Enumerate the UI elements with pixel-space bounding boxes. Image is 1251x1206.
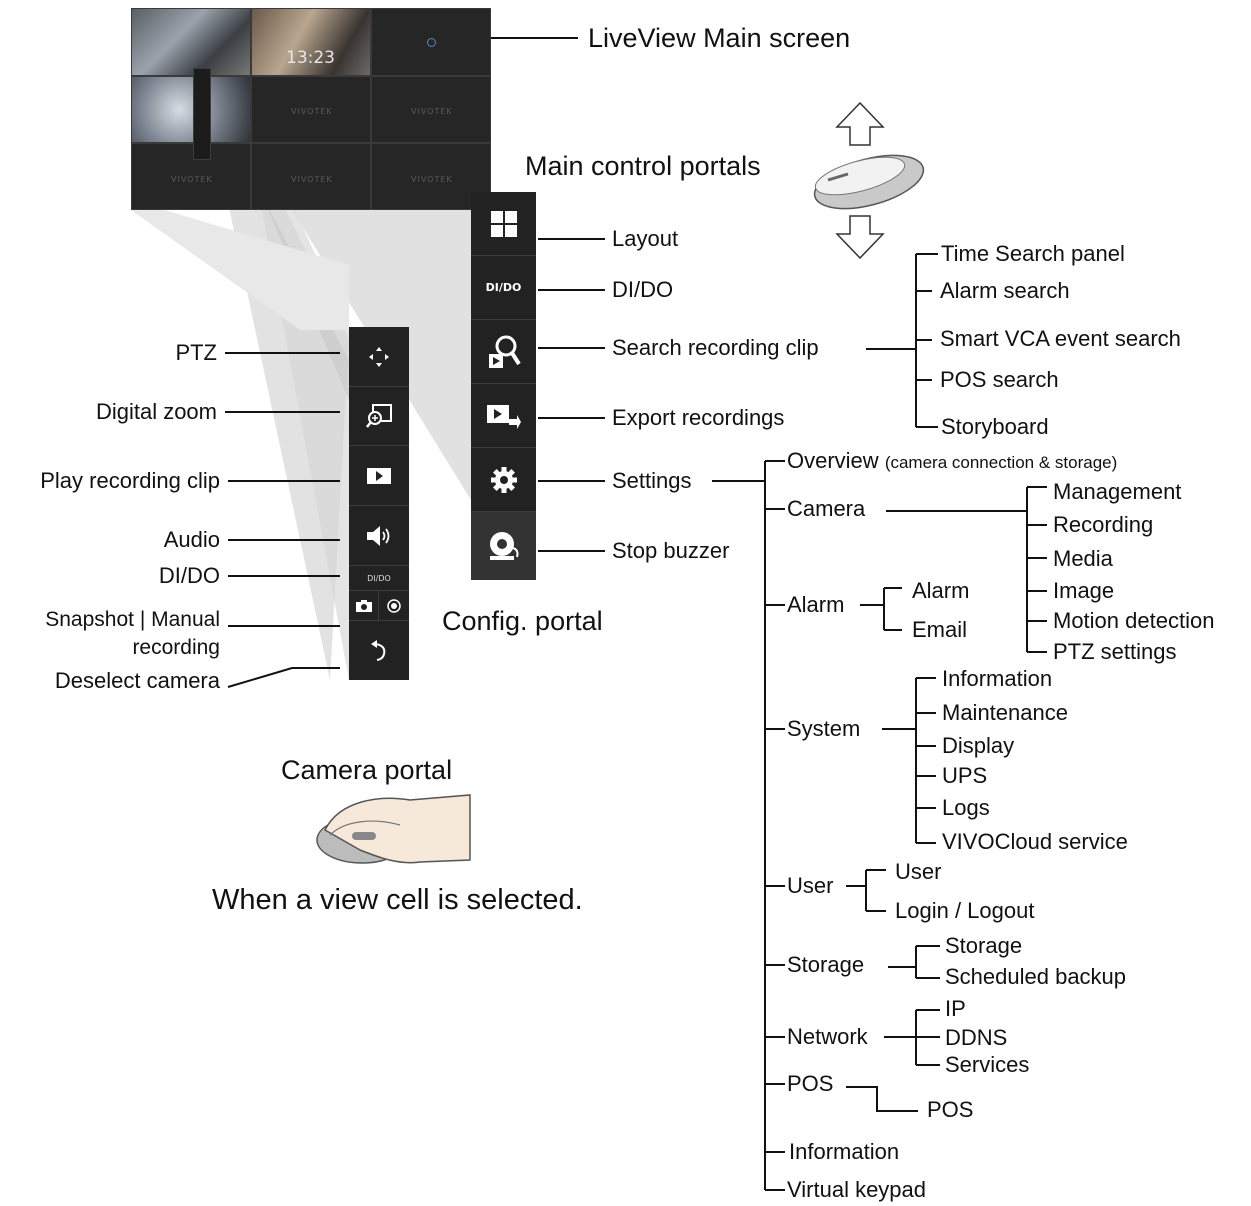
settings-system: System (787, 716, 861, 741)
overview-label: Overview (787, 448, 879, 473)
camera-icon (355, 599, 372, 612)
liveview-screen: 13:23 VIVOTEK VIVOTEK VIVOTEK VIVOTEK VI… (131, 8, 491, 210)
system-subitem: Display (942, 733, 1015, 758)
settings-pos: POS (787, 1071, 834, 1096)
deselect-camera-label: Deselect camera (54, 668, 220, 693)
main-control-caption: Main control portals (525, 151, 761, 181)
play-recording-button[interactable] (349, 446, 409, 506)
deselect-camera-button[interactable] (349, 621, 409, 680)
record-icon (387, 598, 401, 613)
settings-information: Information (789, 1139, 900, 1164)
manual-recording-button[interactable] (379, 591, 409, 621)
settings-user: User (787, 873, 834, 898)
stop-buzzer-label: Stop buzzer (612, 538, 730, 563)
network-subitem: IP (945, 996, 966, 1021)
loading-icon (427, 38, 436, 47)
camera-subitem: Motion detection (1053, 608, 1215, 633)
ptz-label: PTZ (175, 340, 217, 365)
hand-mouse-icon (316, 794, 471, 864)
camera-subitem: PTZ settings (1053, 639, 1177, 664)
alarm-subitem: Email (912, 617, 968, 642)
system-subitem: Logs (942, 795, 990, 820)
play-recording-label: Play recording clip (40, 468, 220, 493)
brand-watermark: VIVOTEK (171, 175, 213, 184)
camera-portal-note: When a view cell is selected. (212, 884, 583, 916)
alarm-subitem: Alarm (912, 578, 970, 603)
snapshot-label: Snapshot | Manual (45, 608, 220, 631)
digital-zoom-button[interactable] (349, 387, 409, 446)
user-subitem: Login / Logout (895, 898, 1035, 923)
camera-dido-button[interactable]: DI/DO (349, 566, 409, 591)
speaker-icon (367, 525, 390, 546)
settings-storage: Storage (787, 952, 865, 977)
storage-subitem: Scheduled backup (945, 964, 1127, 989)
digital-zoom-label: Digital zoom (95, 399, 217, 424)
buzzer-icon (489, 532, 518, 560)
undo-icon (371, 639, 386, 661)
system-subitem: Maintenance (942, 700, 1068, 725)
camera-portal-caption: Camera portal (281, 755, 453, 785)
search-item: Alarm search (940, 278, 1070, 303)
liveview-clock: 13:23 (286, 48, 335, 68)
grid-icon (490, 210, 517, 237)
search-item: Time Search panel (941, 241, 1125, 266)
audio-button[interactable] (349, 506, 409, 566)
settings-overview: Overview (camera connection & storage) (787, 448, 1117, 476)
dido-button[interactable]: DI/DO (471, 256, 536, 320)
camera-subitem: Media (1053, 546, 1113, 571)
export-icon (486, 404, 521, 429)
snapshot-button[interactable] (349, 591, 379, 621)
search-item: POS search (940, 367, 1059, 392)
settings-camera: Camera (787, 496, 866, 521)
search-recording-label: Search recording clip (612, 335, 819, 360)
settings-network: Network (787, 1024, 868, 1049)
mouse-icon (813, 154, 925, 210)
network-subitem: DDNS (945, 1025, 1008, 1050)
mini-camera-portal (193, 68, 211, 160)
camera-dido-label: DI/DO (158, 563, 220, 588)
camera-subitem: Recording (1053, 512, 1154, 537)
search-item: Smart VCA event search (940, 326, 1181, 351)
system-subitem: Information (942, 666, 1053, 691)
overview-note: (camera connection & storage) (884, 453, 1118, 472)
stop-buzzer-button[interactable] (471, 512, 536, 580)
brand-watermark: VIVOTEK (291, 107, 333, 116)
dido-icon: DI/DO (485, 281, 522, 294)
brand-watermark: VIVOTEK (411, 175, 453, 184)
camera-subitem: Management (1053, 479, 1182, 504)
system-subitem: UPS (942, 763, 988, 788)
dido-icon: DI/DO (367, 573, 391, 583)
user-subitem: User (895, 859, 942, 884)
camera-portal-bar: DI/DO (349, 327, 409, 680)
brand-watermark: VIVOTEK (411, 107, 453, 116)
zoom-icon (366, 404, 392, 428)
system-subitem: VIVOCloud service (942, 829, 1128, 854)
config-portal-bar: DI/DO (471, 192, 536, 580)
manual-recording-label: recording (132, 636, 220, 659)
pos-subitem: POS (927, 1097, 974, 1122)
audio-label: Audio (163, 527, 220, 552)
play-icon (367, 467, 391, 484)
settings-button[interactable] (471, 448, 536, 512)
search-item: Storyboard (941, 414, 1049, 439)
network-subitem: Services (945, 1052, 1030, 1077)
ptz-button[interactable] (349, 327, 409, 387)
export-recordings-button[interactable] (471, 384, 536, 448)
layout-button[interactable] (471, 192, 536, 256)
layout-label: Layout (612, 226, 679, 251)
ptz-arrows-icon (369, 346, 389, 367)
gear-icon (490, 466, 517, 493)
camera-subitem: Image (1053, 578, 1115, 603)
liveview-title: LiveView Main screen (588, 23, 851, 53)
settings-virtual-keypad: Virtual keypad (787, 1177, 927, 1202)
config-portal-caption: Config. portal (442, 606, 603, 636)
search-recording-button[interactable] (471, 320, 536, 384)
storage-subitem: Storage (945, 933, 1023, 958)
search-icon (488, 335, 521, 368)
settings-label: Settings (612, 468, 692, 493)
export-recordings-label: Export recordings (612, 405, 785, 430)
dido-label: DI/DO (612, 277, 674, 302)
brand-watermark: VIVOTEK (291, 175, 333, 184)
settings-alarm: Alarm (787, 592, 845, 617)
